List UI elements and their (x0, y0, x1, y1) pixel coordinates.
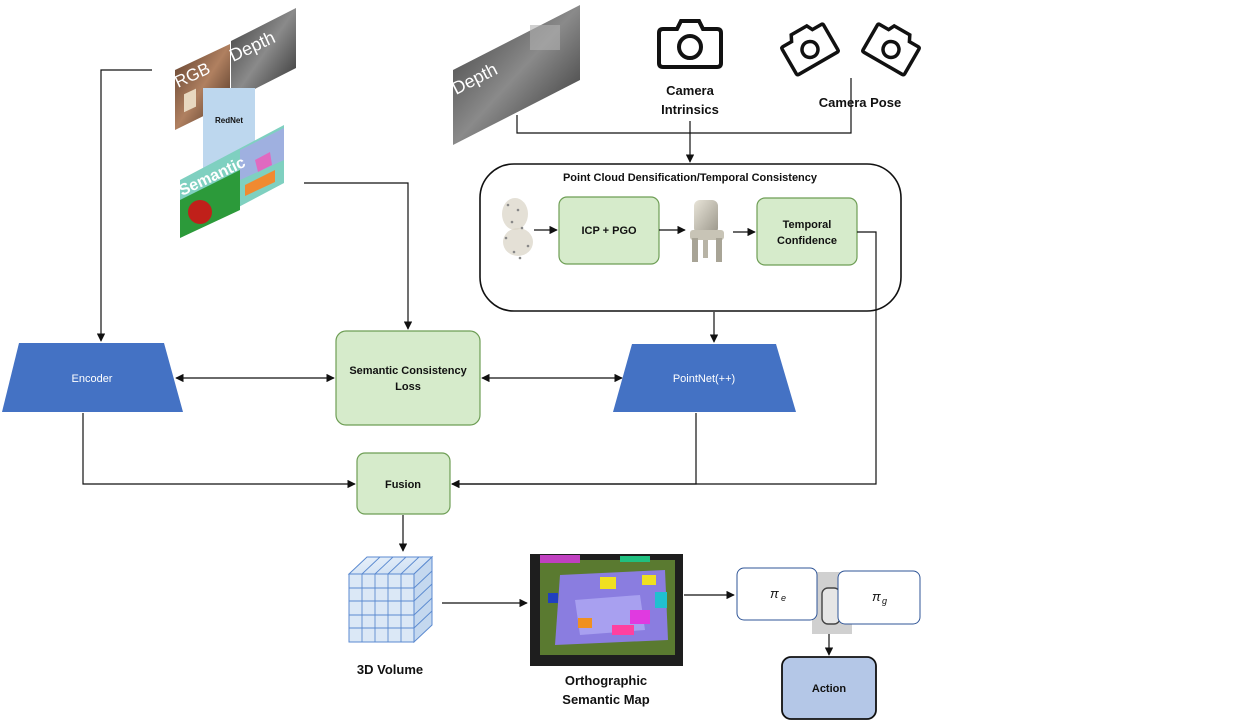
action-label: Action (812, 683, 847, 695)
pi-e-symbol: π (770, 586, 779, 601)
action-box (781, 656, 877, 720)
temporal-confidence-box (756, 197, 858, 266)
camera-pose-label: Camera Pose (819, 95, 901, 110)
temporal-label-2: Confidence (777, 235, 837, 247)
pi-g-symbol: π (872, 589, 881, 604)
camera-intrinsics-label-1: Camera (666, 83, 714, 98)
densification-title: Point Cloud Densification/Temporal Consi… (563, 172, 818, 184)
pi-e-subscript: e (781, 593, 786, 603)
temporal-label-1: Temporal (783, 219, 832, 231)
temporal-to-fusion-arrow (451, 231, 877, 489)
volume-label: 3D Volume (357, 662, 423, 677)
camera-pose-icon-1 (780, 22, 840, 77)
depth-image-large: Depth (449, 5, 580, 145)
rgb-to-encoder-arrow (96, 69, 152, 342)
fusion-box (356, 452, 451, 515)
fusion-label: Fusion (385, 479, 421, 491)
camera-icon (657, 19, 723, 69)
policy-switch-icon (821, 587, 841, 625)
semantic-map-image (530, 554, 683, 666)
encoder-label: Encoder (72, 373, 113, 385)
camera-intrinsics-label-2: Intrinsics (661, 102, 719, 117)
pointnet-to-fusion-arrow (451, 413, 697, 489)
icp-pgo-label: ICP + PGO (581, 225, 637, 237)
depth-image-small: Depth (226, 8, 296, 101)
policy-pi-e-box (736, 567, 818, 621)
3d-volume-cube (347, 555, 434, 644)
map-label-2: Semantic Map (562, 692, 649, 707)
encoder-to-fusion-arrow (82, 413, 356, 489)
rednet-label: RedNet (215, 116, 243, 125)
pointnet-shape (613, 344, 796, 412)
pi-g-subscript: g (882, 596, 887, 606)
map-label-1: Orthographic (565, 673, 647, 688)
loss-label-1: Semantic Consistency (349, 365, 467, 377)
semantic-to-loss-arrow (304, 182, 413, 330)
chair-mesh-icon (690, 200, 724, 262)
semantic-consistency-loss-box (335, 330, 481, 426)
encoder-shape (2, 343, 183, 412)
pointnet-label: PointNet(++) (673, 373, 735, 385)
loss-label-2: Loss (395, 381, 421, 393)
camera-pose-icon-2 (861, 22, 921, 77)
point-cloud-icon (502, 198, 533, 260)
pose-connector (516, 78, 852, 134)
policy-pi-g-box (837, 570, 921, 625)
